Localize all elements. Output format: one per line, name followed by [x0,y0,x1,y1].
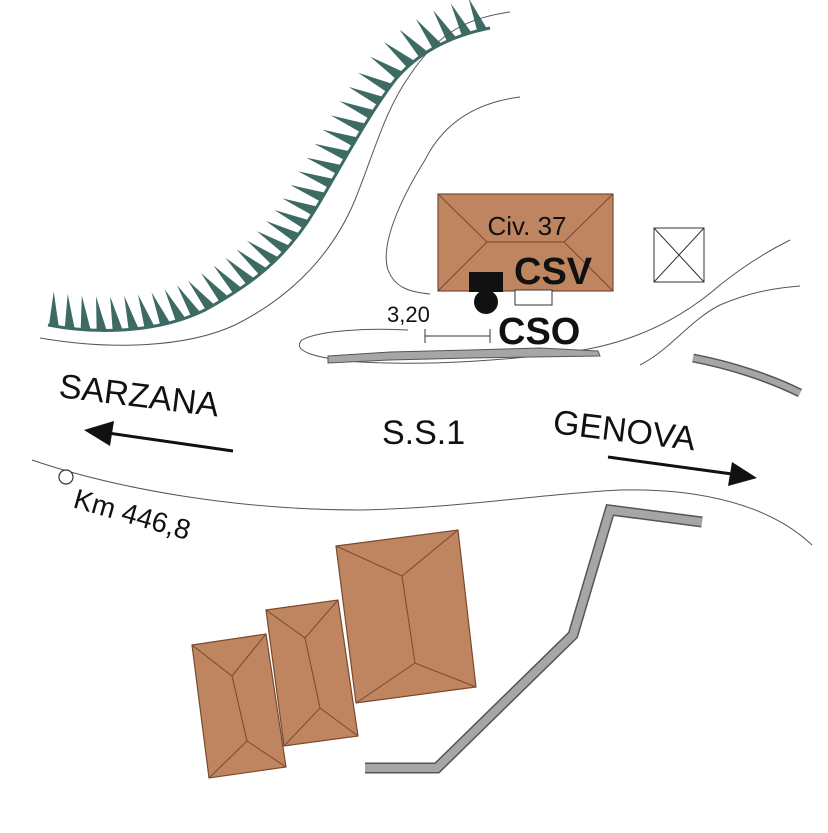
distance-dimension [424,329,491,343]
house-number-label: Civ. 37 [488,211,567,241]
slope-tooth [306,157,342,174]
slope-tooth [339,101,375,119]
slope-tooth [415,18,442,49]
csv-marker [469,272,503,292]
slope-tooth [348,86,383,106]
slope-tooth [314,143,350,160]
slope-tooth [265,220,300,242]
slope-tooth [201,273,229,302]
road-south-edge [31,459,813,546]
slope-tooth [370,56,403,79]
km-marker-icon [58,469,74,485]
slope-tooth [124,295,139,330]
slope-tooth [80,295,91,331]
slope-tooth [188,280,215,310]
slope-tooth [358,72,393,92]
slope-tooth [64,293,75,329]
retaining-wall [365,505,703,772]
slope-tooth [399,29,428,58]
slope-tooth [176,285,201,317]
pylon-symbol [653,227,705,283]
km-marker-label: Km 446,8 [70,483,194,546]
slope-tooth [282,198,318,216]
slope-tooth [256,231,290,254]
east-direction-label: GENOVA [551,403,698,458]
side-wall-fill [692,355,802,396]
slope-edge-line [39,11,511,346]
building-civ-37: Civ. 37 [437,193,614,292]
building-lower-right [335,529,477,704]
slope-tooth [151,292,171,326]
slope-teeth [48,0,487,331]
slope-tooth [450,3,472,36]
west-direction-label: SARZANA [57,367,221,424]
slope-tooth [96,296,107,331]
slope-tooth [433,10,457,42]
vegetation-slope [47,0,491,332]
arrow-east-icon [607,455,757,486]
slope-tooth [225,257,255,285]
slope-tooth [247,240,279,265]
road-lines [31,11,813,546]
road-north-edge [298,239,791,364]
csv-label: CSV [514,251,593,293]
small-structure [514,289,553,306]
distance-label: 3,20 [387,302,430,327]
slope-tooth [384,42,415,68]
slope-tooth [290,185,326,202]
road-label: S.S.1 [382,414,465,452]
slope-tooth [213,265,242,294]
slope-tooth [48,291,59,327]
cso-marker [474,290,498,314]
slope-tooth [468,0,487,31]
slope-spine [47,26,491,332]
driveway-line [385,96,521,295]
slope-tooth [164,289,186,322]
slope-tooth [236,249,267,275]
slope-tooth [330,115,366,133]
side-road-line [639,285,801,366]
walls [327,347,803,774]
slope-tooth [274,210,309,229]
roof-ridges [437,193,614,292]
slope-tooth [138,294,155,328]
arrow-west-icon [84,421,234,453]
slope-tooth [298,171,334,188]
curb-wall [327,347,601,364]
building-lower-middle [265,599,359,747]
slope-tooth [110,296,123,331]
slope-tooth [322,129,358,146]
cso-label: CSO [498,311,580,353]
building-lower-left [191,633,287,779]
